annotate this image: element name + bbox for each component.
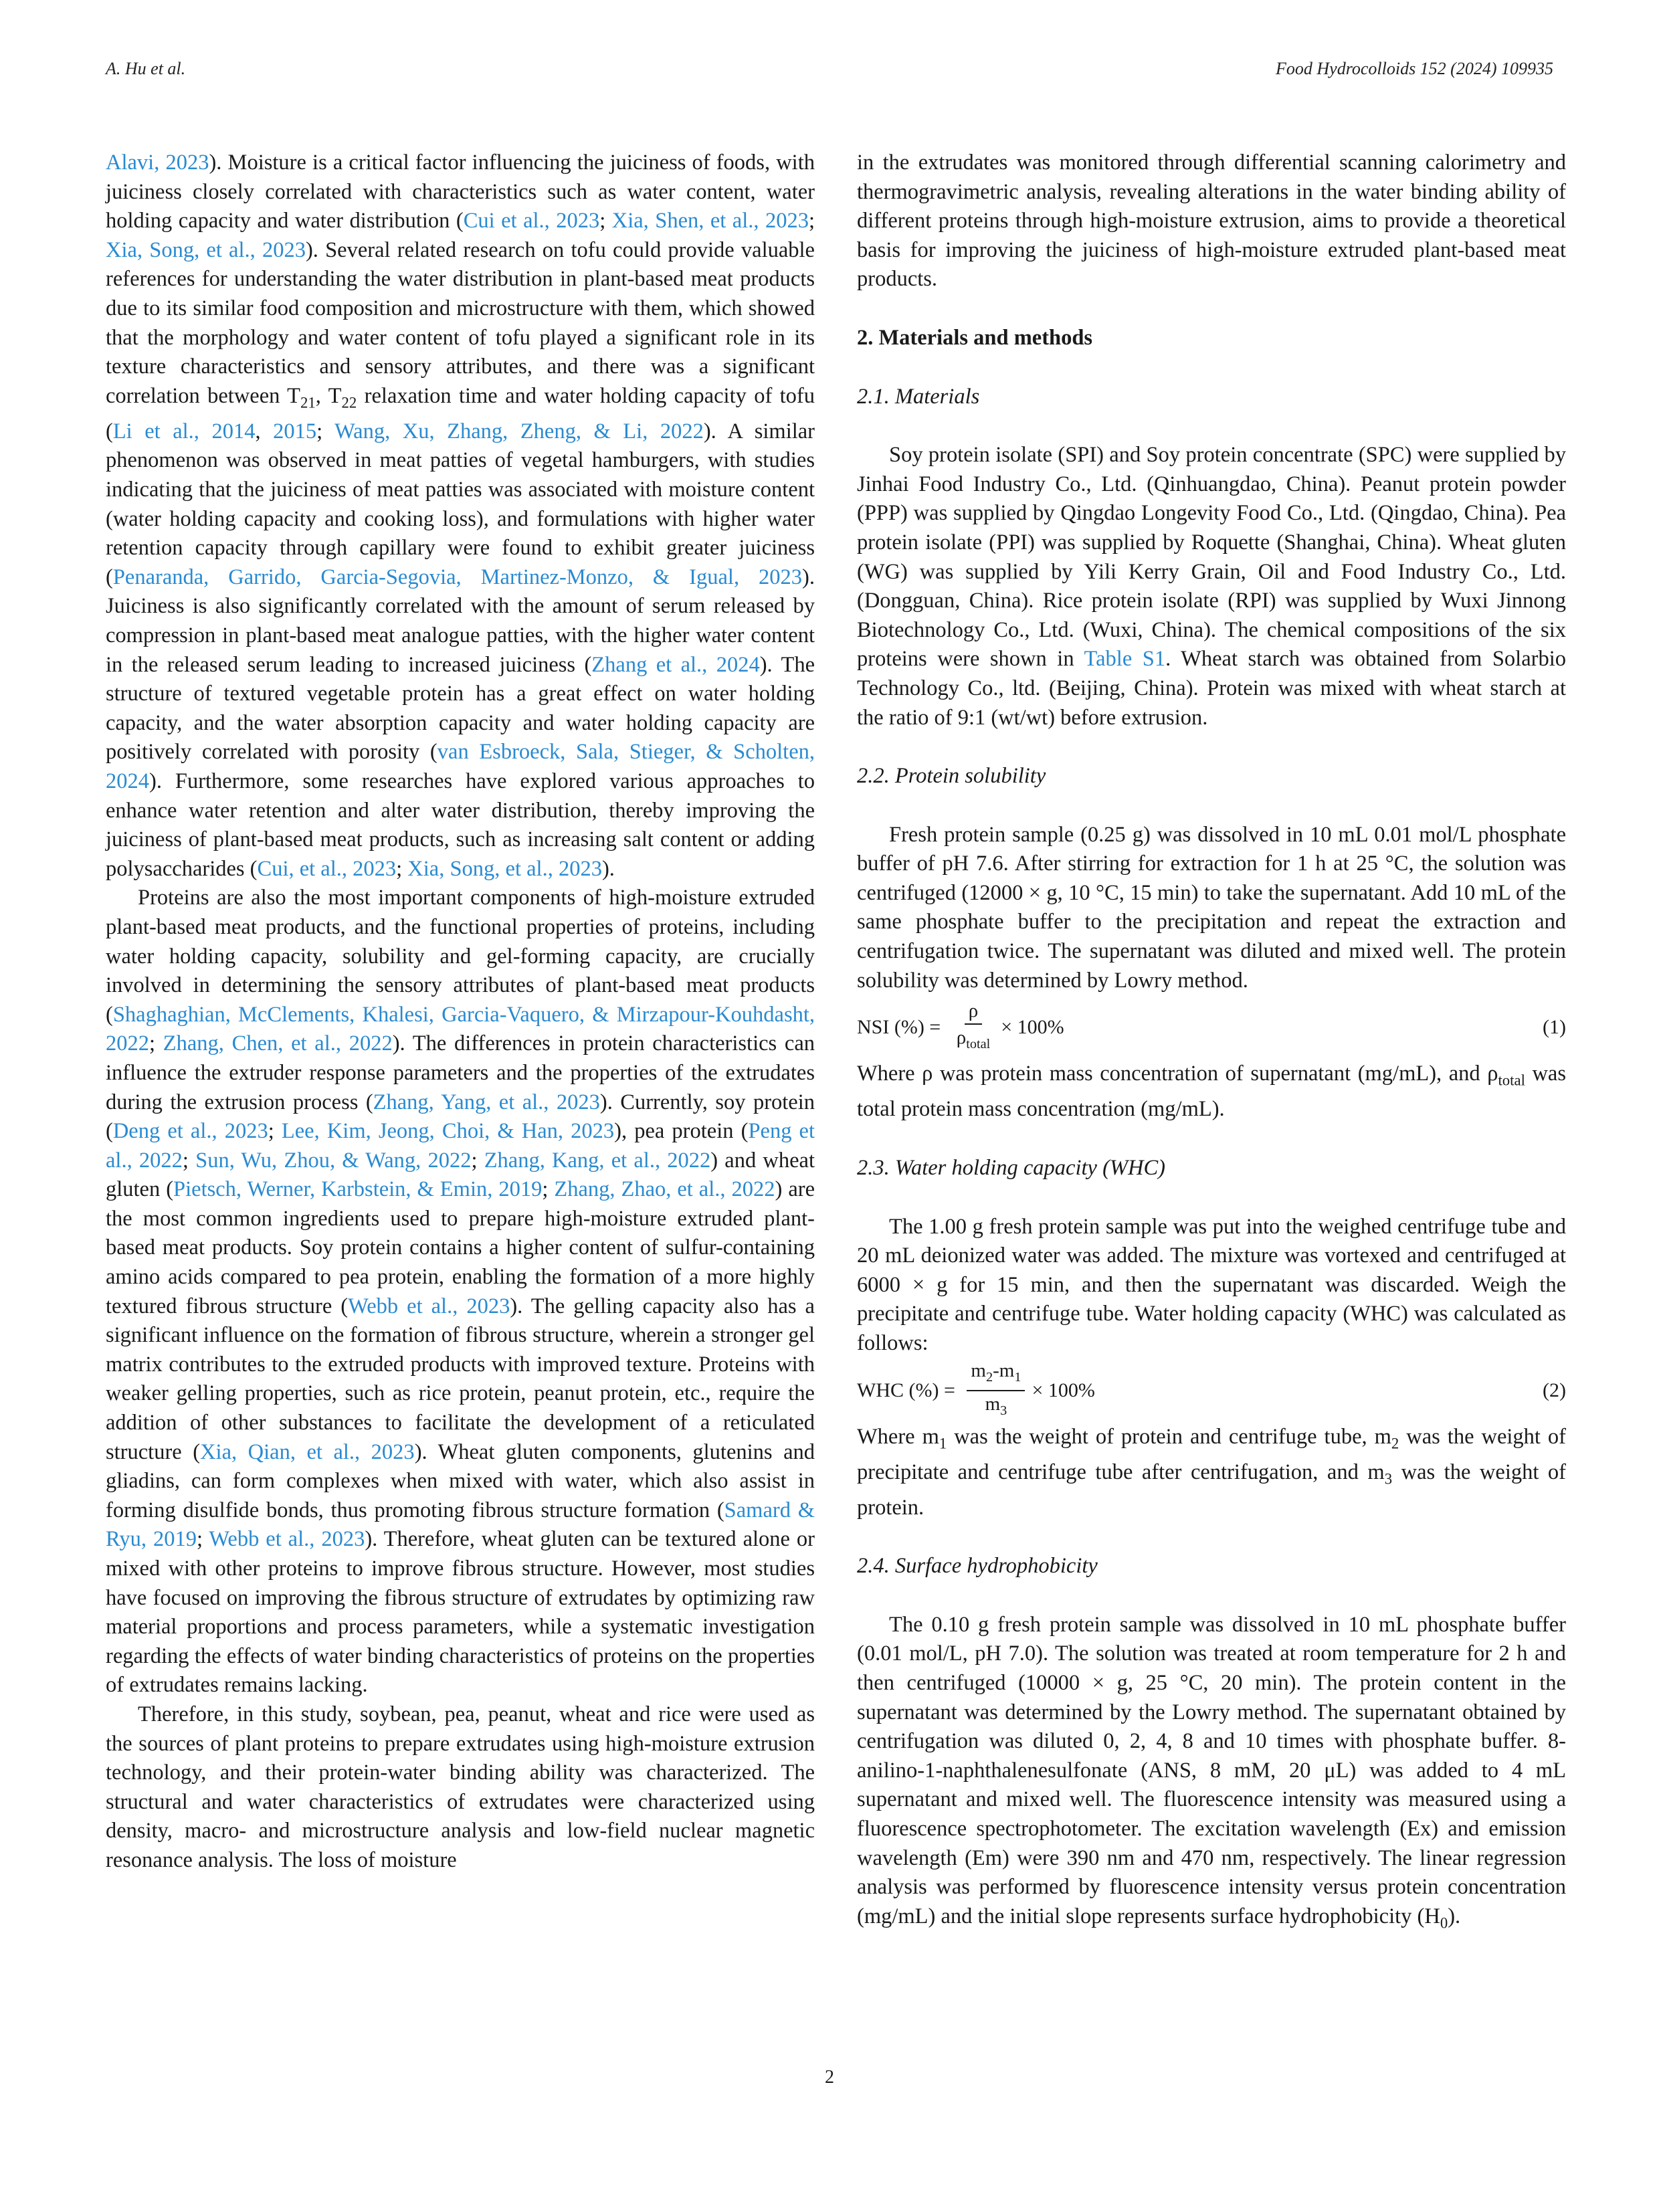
citation-link[interactable]: Zhang, Yang, et al., 2023: [373, 1090, 600, 1114]
citation-link[interactable]: Lee, Kim, Jeong, Choi, & Han, 2023: [281, 1119, 615, 1144]
citation-link[interactable]: Cui, et al., 2023: [257, 856, 397, 881]
citation-link[interactable]: Cui et al., 2023: [463, 209, 600, 233]
citation-link[interactable]: Deng et al., 2023: [112, 1119, 268, 1144]
citation-link[interactable]: Webb et al., 2023: [348, 1294, 510, 1318]
citation-link[interactable]: Sun, Wu, Zhou, & Wang, 2022: [195, 1148, 472, 1173]
citation-link[interactable]: Xia, Song, et al., 2023: [407, 856, 602, 881]
equation-1: NSI (%) = ρ ρtotal × 100% (1): [857, 995, 1566, 1060]
citation-link[interactable]: Wang, Xu, Zhang, Zheng, & Li, 2022: [334, 419, 704, 443]
equation-number: (1): [1543, 1016, 1566, 1039]
citation-link[interactable]: Pietsch, Werner, Karbstein, & Emin, 2019: [173, 1177, 543, 1202]
citation-link[interactable]: Penaranda, Garrido, Garcia-Segovia, Mart…: [112, 565, 803, 589]
running-header-authors: A. Hu et al.: [106, 59, 186, 78]
citation-link[interactable]: Peng et al., 2022: [106, 1119, 815, 1173]
citation-link[interactable]: Zhang, Kang, et al., 2022: [484, 1148, 711, 1173]
equation-number: (2): [1543, 1379, 1566, 1401]
table-link[interactable]: Table S1: [1084, 647, 1166, 672]
citation-link[interactable]: van Esbroeck, Sala, Stieger, & Scholten,…: [106, 740, 815, 793]
paragraph-study-aim: Therefore, in this study, soybean, pea, …: [106, 1702, 815, 1872]
left-column: Alavi, 2023). Moisture is a critical fac…: [106, 148, 815, 1876]
paragraph-solubility: Fresh protein sample (0.25 g) was dissol…: [857, 822, 1566, 993]
citation-link[interactable]: Xia, Shen, et al., 2023: [611, 209, 809, 233]
subsection-heading: 2.2. Protein solubility: [857, 764, 1046, 789]
subsection-heading: 2.1. Materials: [857, 384, 980, 409]
citation-link[interactable]: Shaghaghian, McClements, Khalesi, Garcia…: [106, 1002, 815, 1056]
equation-2: WHC (%) = m2-m1 m3 × 100% (2): [857, 1359, 1566, 1423]
paragraph-whc: The 1.00 g fresh protein sample was put …: [857, 1214, 1566, 1355]
citation-link[interactable]: Webb et al., 2023: [209, 1527, 365, 1552]
paragraph-juiciness: Alavi, 2023). Moisture is a critical fac…: [106, 150, 815, 881]
paragraph-proteins: Proteins are also the most important com…: [106, 886, 815, 1698]
subsection-heading: 2.4. Surface hydrophobicity: [857, 1554, 1098, 1579]
running-header-journal: Food Hydrocolloids 152 (2024) 109935: [1276, 59, 1553, 78]
citation-link[interactable]: Zhang, Chen, et al., 2022: [163, 1031, 393, 1056]
paragraph-materials: Soy protein isolate (SPI) and Soy protei…: [857, 443, 1566, 730]
fraction: m2-m1 m3: [967, 1359, 1026, 1422]
subsection-heading: 2.3. Water holding capacity (WHC): [857, 1155, 1165, 1180]
section-heading: 2. Materials and methods: [857, 325, 1093, 350]
citation-link[interactable]: Li et al., 2014: [112, 419, 256, 443]
citation-link[interactable]: Zhang, Zhao, et al., 2022: [554, 1177, 775, 1202]
citation-link[interactable]: Alavi, 2023: [106, 150, 209, 175]
paragraph-aim-continued: in the extrudates was monitored through …: [857, 150, 1566, 292]
citation-link[interactable]: Xia, Song, et al., 2023: [106, 237, 306, 262]
right-column: in the extrudates was monitored through …: [857, 148, 1566, 1938]
citation-link[interactable]: Samard & Ryu, 2019: [106, 1498, 815, 1552]
fraction: ρ ρtotal: [956, 1000, 991, 1052]
citation-link[interactable]: 2015: [273, 419, 317, 443]
equation-1-where: Where ρ was protein mass concentration o…: [857, 1062, 1567, 1122]
citation-link[interactable]: Xia, Qian, et al., 2023: [200, 1439, 415, 1464]
equation-2-where: Where m1 was the weight of protein and c…: [857, 1424, 1566, 1520]
page-number: 2: [825, 2067, 834, 2088]
citation-link[interactable]: Zhang et al., 2024: [591, 652, 760, 677]
paragraph-hydrophobicity: The 0.10 g fresh protein sample was diss…: [857, 1612, 1566, 1932]
